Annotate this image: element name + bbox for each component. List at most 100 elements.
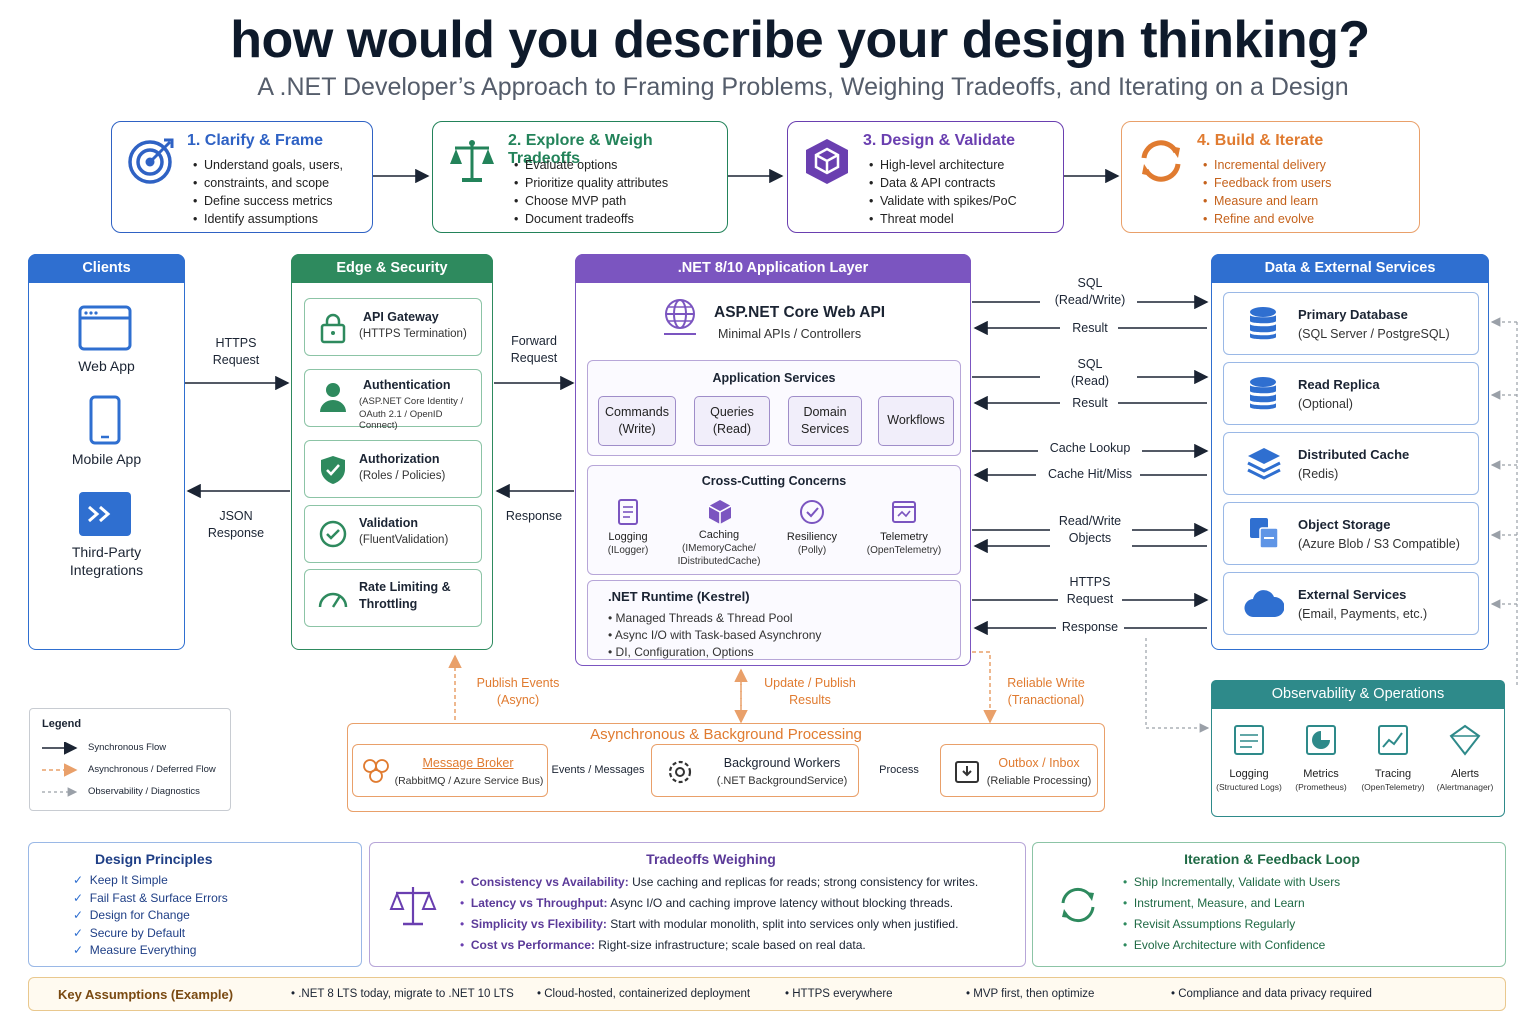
alert-icon — [1449, 724, 1481, 756]
metrics-icon — [1306, 725, 1336, 755]
response-label: Response — [505, 509, 563, 523]
iteration-list: • Ship Incrementally, Validate with User… — [1123, 875, 1341, 952]
scale-icon — [389, 887, 437, 926]
step-title: 3. Design & Validate — [863, 132, 1016, 149]
user-icon — [320, 383, 346, 412]
validation-box: Validation (FluentValidation) — [304, 505, 482, 563]
mobile-app-label: Mobile App — [71, 451, 142, 467]
step-explore-tradeoffs: 2. Explore & Weigh Tradeoffs Evaluate op… — [432, 121, 728, 233]
events-messages-label: Events / Messages — [551, 764, 645, 776]
sql-read-label: SQL(Read) — [1070, 357, 1110, 388]
commands-chip: Commands(Write) — [598, 396, 676, 446]
async-processing-panel: Asynchronous & Background Processing Mes… — [347, 723, 1105, 812]
log-icon — [1234, 725, 1264, 755]
refresh-icon — [1061, 887, 1095, 923]
layers-icon — [1247, 448, 1281, 480]
tradeoffs-list: • Consistency vs Availability: Use cachi… — [460, 875, 979, 952]
clients-column: Clients Web App Mobile App Third-Party I… — [28, 254, 185, 650]
result-label: Result — [1072, 321, 1108, 335]
cache-lookup-label: Cache Lookup — [1049, 441, 1131, 455]
app-title: .NET 8/10 Application Layer — [575, 254, 971, 283]
page-subtitle: A .NET Developer’s Approach to Framing P… — [257, 73, 1349, 101]
edge-security-column: Edge & Security API Gateway (HTTPS Termi… — [291, 254, 493, 650]
web-app-icon — [78, 305, 132, 351]
terminal-icon — [79, 492, 131, 536]
authorization-box: Authorization (Roles / Policies) — [304, 440, 482, 498]
cloud-icon — [1244, 590, 1284, 618]
authentication-box: Authentication (ASP.NET Core Identity / … — [304, 369, 482, 431]
outbox-inbox-box: Outbox / Inbox (Reliable Processing) — [940, 744, 1098, 797]
shield-icon — [321, 456, 345, 484]
async-title: Asynchronous & Background Processing — [590, 726, 862, 743]
sql-read-write-label: SQL(Read/Write) — [1054, 276, 1126, 307]
reliable-write-label: Reliable Write(Tranactional) — [1007, 676, 1085, 707]
observability-panel: Observability & Operations Logging(Struc… — [1211, 680, 1505, 817]
step-items: High-level architectureData & API contra… — [869, 156, 1017, 228]
resiliency-check-icon — [800, 500, 824, 524]
clients-title: Clients — [28, 254, 185, 283]
primary-database-box: Primary Database (SQL Server / PostgreSQ… — [1223, 292, 1479, 355]
target-icon — [128, 138, 174, 184]
application-services-box: Application Services Commands(Write) Que… — [587, 360, 961, 456]
web-app-label: Web App — [78, 358, 135, 374]
step-items: Incremental deliveryFeedback from usersM… — [1203, 156, 1331, 228]
response-label-2: Response — [1061, 620, 1119, 634]
distributed-cache-box: Distributed Cache (Redis) — [1223, 432, 1479, 495]
api-gateway-box: API Gateway (HTTPS Termination) — [304, 298, 482, 356]
data-services-column: Data & External Services Primary Databas… — [1211, 254, 1489, 650]
refresh-icon — [1141, 140, 1181, 182]
step-title: 1. Clarify & Frame — [187, 132, 324, 149]
design-principles-panel: Design Principles ✓ Keep It Simple ✓ Fai… — [28, 842, 362, 967]
gauge-icon — [318, 592, 348, 608]
iteration-panel: Iteration & Feedback Loop • Ship Increme… — [1032, 842, 1506, 967]
tracing-icon — [1378, 725, 1408, 755]
database-icon — [1250, 377, 1276, 410]
legend-box: Legend Synchronous Flow Asynchronous / D… — [29, 708, 231, 811]
third-party-label: Third-Party Integrations — [69, 544, 144, 578]
principles-list: ✓ Keep It Simple ✓ Fail Fast & Surface E… — [73, 873, 228, 958]
scale-icon — [450, 140, 494, 182]
background-workers-box: Background Workers (.NET BackgroundServi… — [651, 744, 859, 797]
object-storage-box: Object Storage (Azure Blob / S3 Compatib… — [1223, 502, 1479, 565]
cache-cube-icon — [708, 500, 732, 524]
runtime-box: .NET Runtime (Kestrel) • Managed Threads… — [587, 580, 961, 660]
step-build-iterate: 4. Build & Iterate Incremental deliveryF… — [1121, 121, 1420, 233]
document-icon — [618, 499, 638, 525]
lock-icon — [320, 313, 346, 344]
step-clarify-frame: 1. Clarify & Frame Understand goals, use… — [111, 121, 373, 233]
broker-icon — [363, 759, 389, 783]
telemetry-icon — [892, 501, 916, 523]
step-design-validate: 3. Design & Validate High-level architec… — [787, 121, 1064, 233]
read-replica-box: Read Replica (Optional) — [1223, 362, 1479, 425]
publish-events-label: Publish Events(Async) — [476, 676, 560, 707]
process-label: Process — [879, 764, 919, 776]
step-items: Understand goals, users,constraints, and… — [193, 156, 343, 228]
api-title: ASP.NET Core Web API — [714, 304, 886, 321]
result-label-2: Result — [1072, 396, 1108, 410]
globe-icon — [664, 299, 696, 335]
page-title: how would you describe your design think… — [230, 11, 1370, 69]
message-broker-box: Message Broker (RabbitMQ / Azure Service… — [352, 744, 548, 797]
legend-swatches — [42, 742, 78, 797]
gears-icon — [668, 760, 692, 784]
rate-limiting-box: Rate Limiting & Throttling — [304, 569, 482, 627]
mobile-app-icon — [89, 395, 121, 445]
storage-icon — [1250, 518, 1279, 549]
tradeoffs-panel: Tradeoffs Weighing • Consistency vs Avai… — [369, 842, 1026, 967]
application-layer-column: .NET 8/10 Application Layer ASP.NET Core… — [575, 254, 971, 666]
api-subtitle: Minimal APIs / Controllers — [718, 327, 862, 341]
queries-chip: Queries(Read) — [694, 396, 770, 446]
data-title: Data & External Services — [1211, 254, 1489, 283]
workflows-chip: Workflows — [878, 396, 954, 446]
inbox-icon — [955, 761, 979, 783]
edge-title: Edge & Security — [291, 254, 493, 283]
cross-cutting-box: Cross-Cutting Concerns Logging(ILogger) … — [587, 465, 961, 575]
step-title: 4. Build & Iterate — [1197, 132, 1324, 149]
